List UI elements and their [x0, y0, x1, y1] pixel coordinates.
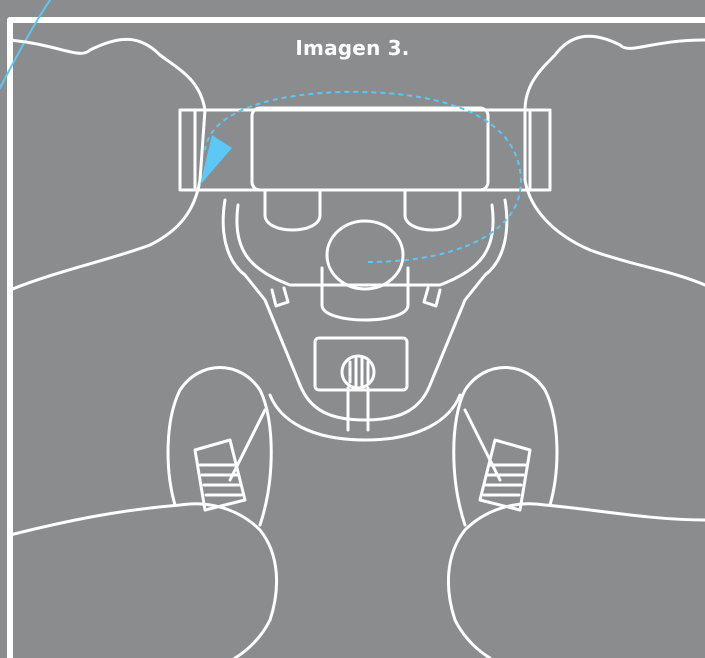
right-pedal-grip — [484, 465, 525, 495]
screw-grip — [350, 358, 368, 386]
clip-left — [272, 288, 288, 306]
knob-top — [327, 221, 403, 289]
right-thumb — [454, 368, 557, 526]
figure-caption: Imagen 3. — [0, 36, 705, 60]
left-hand-bottom — [10, 504, 277, 658]
rotation-arrow-head — [200, 135, 232, 185]
mount-tray — [270, 395, 460, 440]
strap-bar — [180, 110, 550, 190]
left-thumb — [168, 368, 271, 526]
button-left — [265, 190, 320, 230]
button-right — [405, 190, 460, 230]
right-hand-bottom — [448, 504, 705, 658]
right-hand-top — [525, 36, 705, 285]
screw-shaft — [348, 388, 368, 430]
display-box — [252, 108, 488, 190]
left-hand-top — [10, 39, 205, 290]
device-shoulder — [237, 205, 493, 285]
brace-left — [230, 410, 265, 480]
clip-right — [424, 288, 440, 306]
